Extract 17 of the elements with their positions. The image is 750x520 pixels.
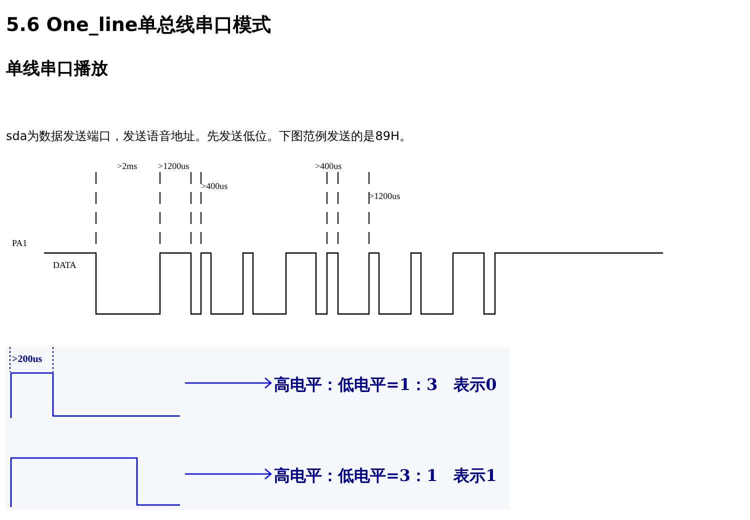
waveform-drawing — [10, 372, 182, 418]
description-text: sda为数据发送端口，发送语音地址。先发送低位。下图范例发送的是89H。 — [6, 128, 412, 145]
waveform-drawing — [10, 457, 182, 507]
timing-label: >2ms — [117, 161, 138, 171]
timing-label: >400us — [315, 161, 342, 171]
arrow — [185, 468, 272, 480]
subheading: 单线串口播放 — [6, 58, 108, 80]
level-ratio-text: 高电平：低电平=3：1 表示1 — [274, 465, 510, 487]
signal-name: PA1 — [12, 238, 28, 248]
timing-label: >1200us — [369, 191, 400, 201]
timing-label: >200us — [12, 354, 42, 365]
timing-label: >1200us — [158, 161, 190, 171]
arrow — [185, 377, 272, 389]
level-ratio-text: 高电平：低电平=1：3 表示0 — [274, 374, 510, 396]
signal-name: DATA — [53, 260, 76, 270]
title: 5.6 One_line单总线串口模式 — [6, 13, 271, 38]
timing-label: >400us — [201, 181, 228, 191]
